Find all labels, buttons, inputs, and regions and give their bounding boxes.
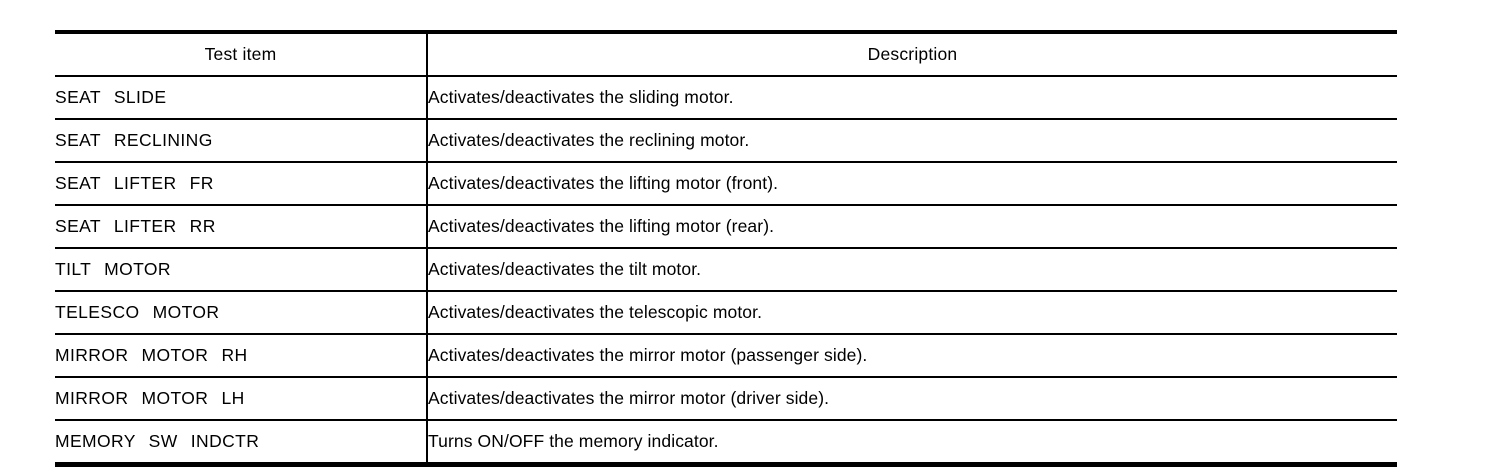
test-item-cell: TELESCO MOTOR — [55, 291, 428, 335]
description-cell: Activates/deactivates the telescopic mot… — [427, 291, 1397, 335]
table-row: MEMORY SW INDCTR Turns ON/OFF the memory… — [55, 420, 1397, 465]
test-item-cell: SEAT RECLINING — [55, 119, 428, 163]
header-description: Description — [427, 32, 1397, 77]
description-cell: Activates/deactivates the mirror motor (… — [427, 377, 1397, 421]
table-row: SEAT LIFTER RR Activates/deactivates the… — [55, 205, 1397, 249]
test-item-cell: SEAT LIFTER RR — [55, 205, 428, 249]
table-row: SEAT SLIDE Activates/deactivates the sli… — [55, 76, 1397, 120]
table-row: MIRROR MOTOR RH Activates/deactivates th… — [55, 334, 1397, 378]
description-cell: Activates/deactivates the sliding motor. — [427, 76, 1397, 120]
active-test-table-container: Test item Description SEAT SLIDE Activat… — [55, 30, 1397, 467]
table-header: Test item Description — [55, 32, 1397, 77]
test-item-cell: SEAT LIFTER FR — [55, 162, 428, 206]
active-test-table: Test item Description SEAT SLIDE Activat… — [55, 30, 1397, 467]
description-cell: Activates/deactivates the tilt motor. — [427, 248, 1397, 292]
description-cell: Activates/deactivates the mirror motor (… — [427, 334, 1397, 378]
test-item-cell: MEMORY SW INDCTR — [55, 420, 428, 465]
test-item-cell: MIRROR MOTOR RH — [55, 334, 428, 378]
header-row: Test item Description — [55, 32, 1397, 77]
table-row: TILT MOTOR Activates/deactivates the til… — [55, 248, 1397, 292]
table-row: SEAT RECLINING Activates/deactivates the… — [55, 119, 1397, 163]
description-cell: Activates/deactivates the reclining moto… — [427, 119, 1397, 163]
table-row: SEAT LIFTER FR Activates/deactivates the… — [55, 162, 1397, 206]
table-body: SEAT SLIDE Activates/deactivates the sli… — [55, 76, 1397, 465]
table-row: MIRROR MOTOR LH Activates/deactivates th… — [55, 377, 1397, 421]
description-cell: Activates/deactivates the lifting motor … — [427, 205, 1397, 249]
test-item-cell: TILT MOTOR — [55, 248, 428, 292]
table-row: TELESCO MOTOR Activates/deactivates the … — [55, 291, 1397, 335]
header-test-item: Test item — [55, 32, 428, 77]
description-cell: Turns ON/OFF the memory indicator. — [428, 431, 719, 451]
test-item-cell: SEAT SLIDE — [55, 76, 428, 120]
description-cell: Activates/deactivates the lifting motor … — [427, 162, 1397, 206]
test-item-cell: MIRROR MOTOR LH — [55, 377, 428, 421]
